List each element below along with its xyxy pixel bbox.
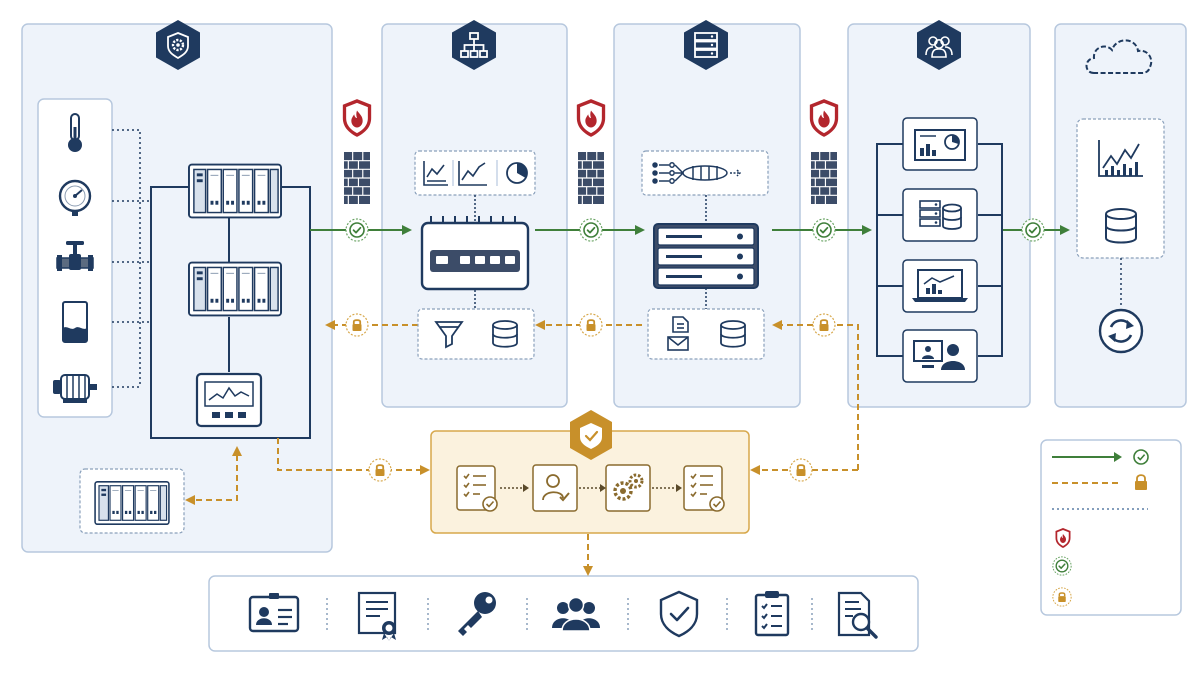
sync-cycle-icon xyxy=(1098,308,1144,354)
compliance-checklist-icon xyxy=(683,465,725,512)
enterprise-bus xyxy=(876,143,1003,357)
firewall-shield-icon xyxy=(809,99,839,137)
thermometer-icon xyxy=(68,113,82,152)
tank-level-icon xyxy=(62,301,88,343)
check-circle-icon xyxy=(1021,218,1045,242)
filter-funnel-icon xyxy=(434,321,464,349)
analytics-chart-icon xyxy=(1098,140,1143,177)
storage-server-icon xyxy=(902,188,978,242)
data-pipeline-group xyxy=(641,150,769,196)
lock-icon xyxy=(1052,587,1072,607)
security-shield-icon xyxy=(659,590,699,638)
network-hierarchy-icon xyxy=(452,20,496,70)
firewall-wall-icon xyxy=(811,151,837,205)
check-circle-icon xyxy=(579,218,603,242)
legend-green-arrow xyxy=(1052,452,1122,462)
gear-shield-icon xyxy=(156,20,200,70)
key-icon xyxy=(458,592,496,636)
secure-return-flow xyxy=(195,324,859,566)
firewall-wall-icon xyxy=(344,151,370,205)
plc-rack-icon xyxy=(188,261,282,317)
pie-chart-icon xyxy=(506,162,528,184)
user-approval-icon xyxy=(532,464,578,512)
certificate-icon xyxy=(357,591,397,641)
lock-icon xyxy=(789,458,813,482)
firewall-shield-icon xyxy=(342,99,372,137)
line-chart-icon xyxy=(423,161,448,186)
gears-icon xyxy=(605,464,651,512)
secure-flow-arrowheads xyxy=(185,320,782,576)
valve-icon xyxy=(56,241,94,271)
remote-io-rack-icon xyxy=(94,481,170,525)
field-signal-wiring xyxy=(112,129,150,388)
document-icon xyxy=(672,316,689,333)
users-group-icon xyxy=(917,20,961,70)
lock-icon xyxy=(345,313,369,337)
application-server-icon xyxy=(653,223,759,289)
shield-check-icon xyxy=(570,410,612,460)
hmi-panel-icon xyxy=(195,372,263,428)
edge-gateway-icon xyxy=(420,216,530,291)
mail-icon xyxy=(667,336,689,351)
id-card-icon xyxy=(248,593,300,633)
server-stack-icon xyxy=(684,20,728,70)
check-circle-icon xyxy=(1133,449,1149,465)
lock-icon xyxy=(1135,474,1147,490)
data-pipeline-icon xyxy=(652,162,742,184)
laptop-report-icon xyxy=(902,259,978,313)
cloud-icon xyxy=(1085,39,1153,74)
cloud-database-icon xyxy=(1105,208,1137,244)
remote-user-icon xyxy=(902,329,978,383)
inspection-document-icon xyxy=(837,591,878,639)
lock-icon xyxy=(368,458,392,482)
analytics-dashboard-icon xyxy=(902,117,978,171)
user-group-icon xyxy=(552,596,600,632)
datacenter-storage-group xyxy=(647,308,765,360)
check-circle-icon xyxy=(812,218,836,242)
trend-chart-icon xyxy=(458,161,487,186)
workflow-arrows xyxy=(500,484,682,492)
control-separators xyxy=(326,598,813,632)
check-circle-icon xyxy=(345,218,369,242)
firewall-wall-icon xyxy=(578,151,604,205)
audit-clipboard-icon xyxy=(754,591,790,637)
plc-rack-icon xyxy=(188,163,282,219)
checklist-icon xyxy=(456,465,498,512)
firewall-shield-icon xyxy=(576,99,606,137)
database-icon xyxy=(720,320,746,348)
pressure-gauge-icon xyxy=(58,179,92,216)
database-icon xyxy=(492,320,518,348)
motor-icon xyxy=(53,374,97,403)
lock-icon xyxy=(812,313,836,337)
lock-icon xyxy=(579,313,603,337)
check-circle-icon xyxy=(1052,556,1072,576)
verified-data-flow xyxy=(310,225,1070,235)
